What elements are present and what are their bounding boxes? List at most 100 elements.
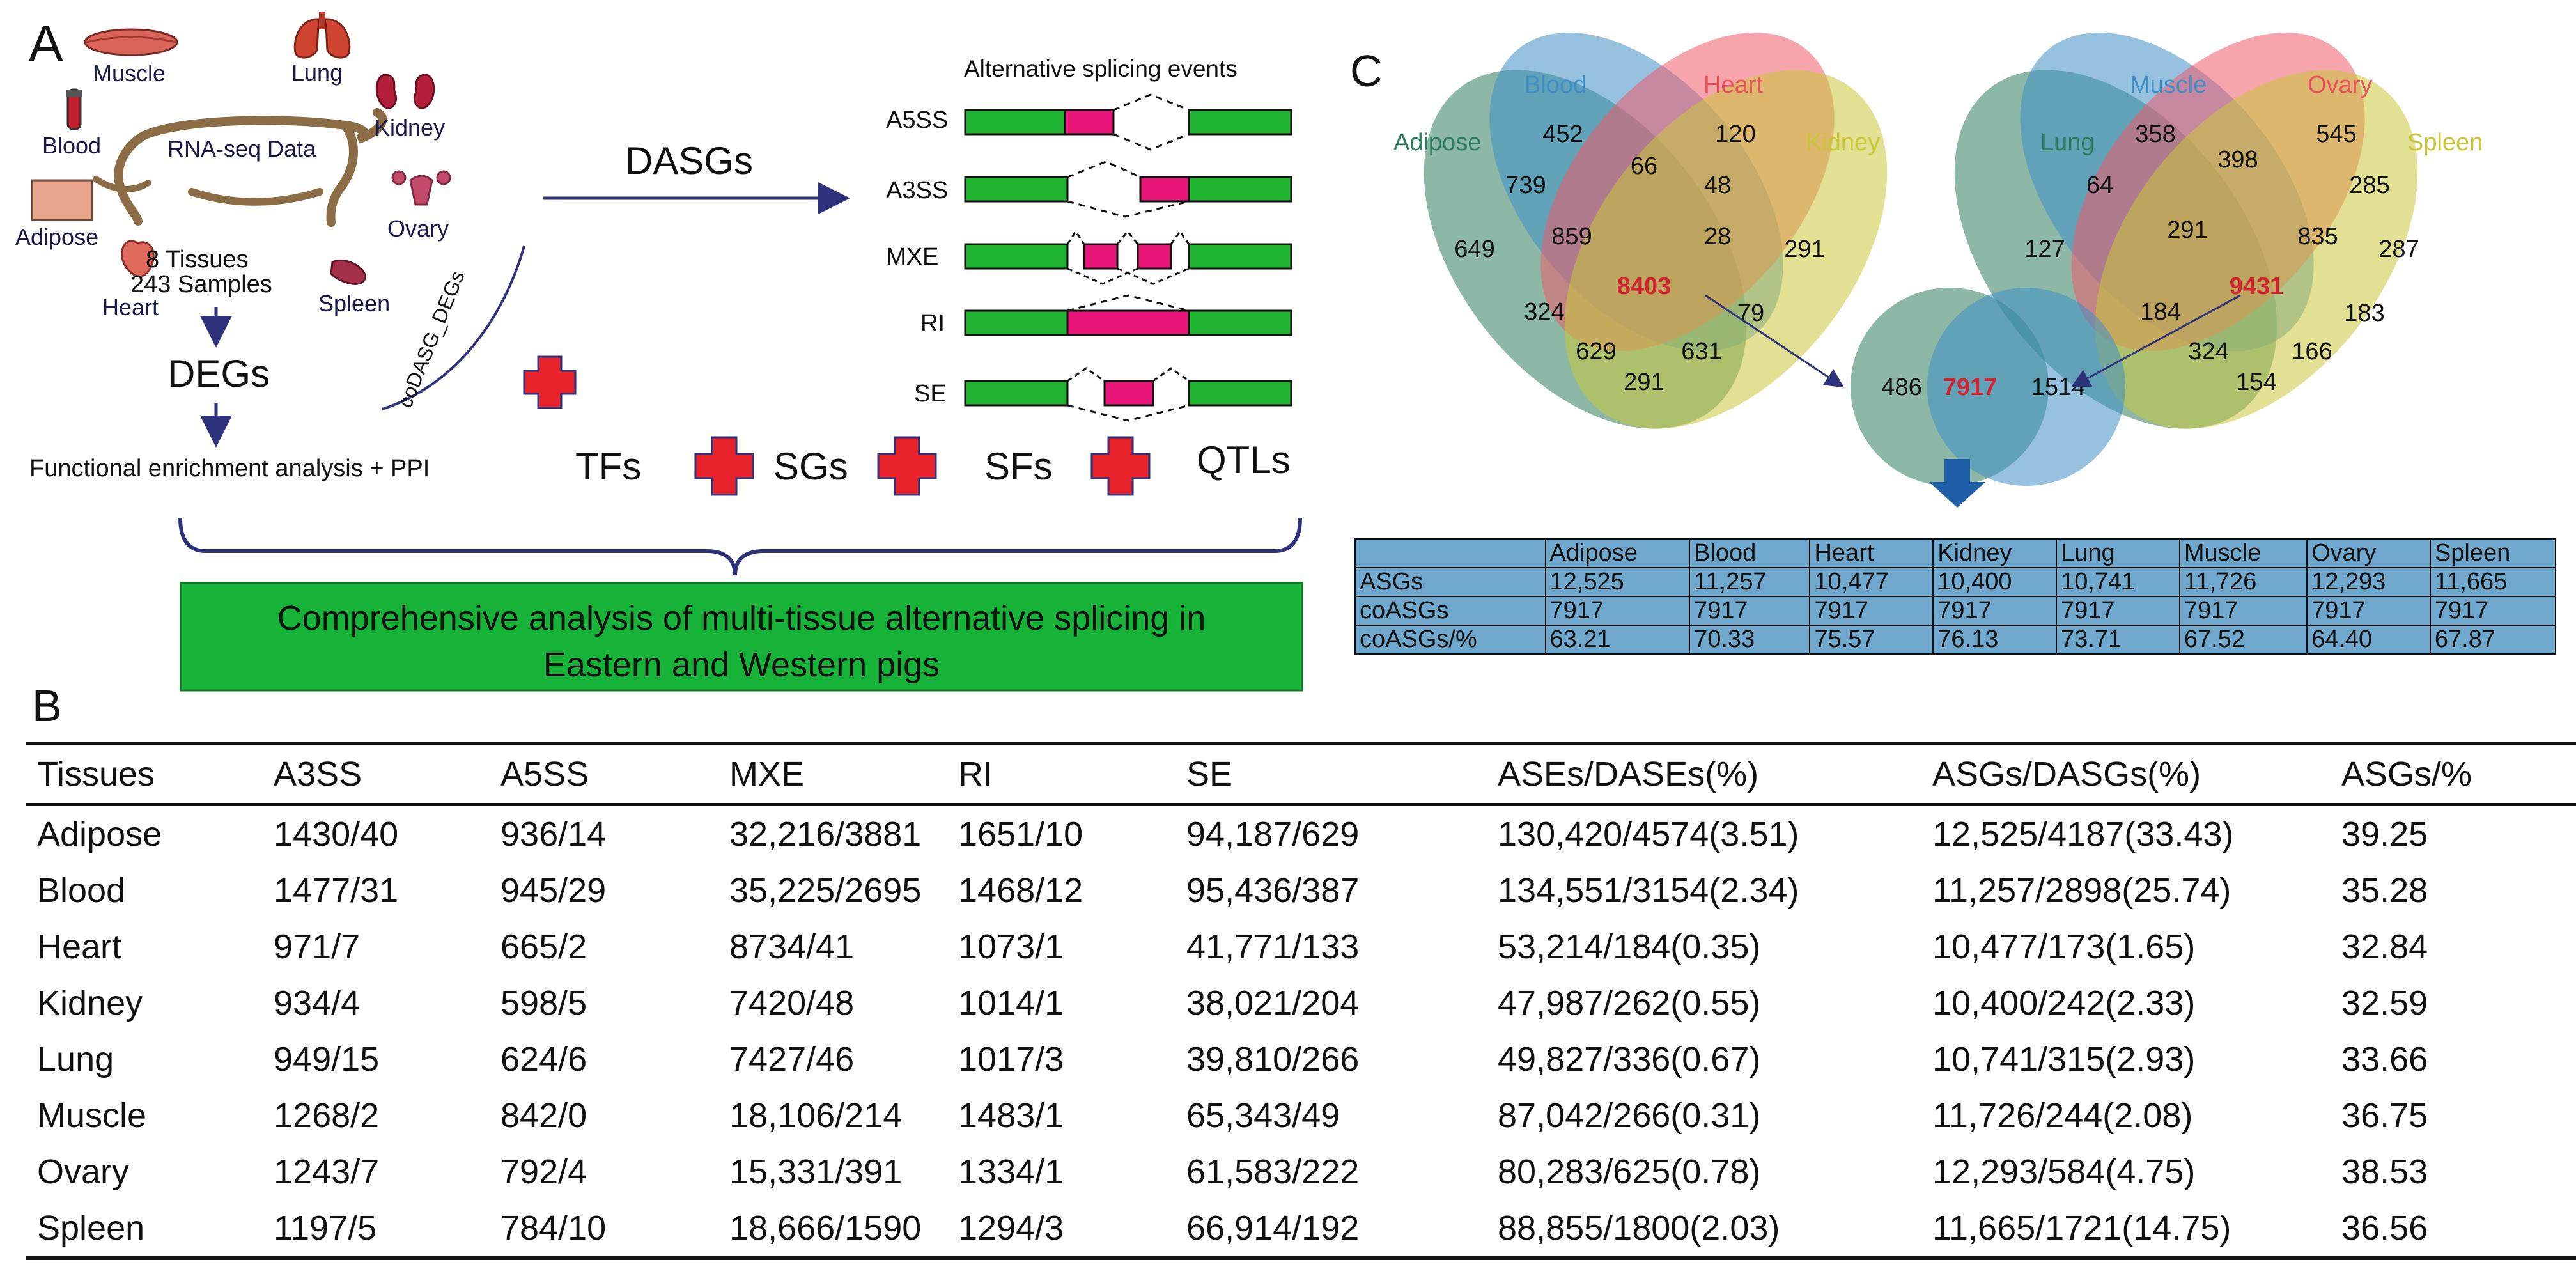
plus-cross-icon bbox=[523, 355, 577, 409]
table-cell: 624/6 bbox=[500, 1040, 587, 1078]
venn1-count: 324 bbox=[1524, 299, 1564, 325]
table-header: ASGs/DASGs(%) bbox=[1932, 755, 2201, 793]
tissue-count: 8 Tissues bbox=[146, 246, 249, 273]
table-cell: 88,855/1800(2.03) bbox=[1498, 1209, 1780, 1247]
table-cell: 10,477/173(1.65) bbox=[1932, 928, 2196, 966]
plus-cross-icon bbox=[694, 436, 754, 496]
table-cell: 10,400/242(2.33) bbox=[1932, 984, 2196, 1022]
table-cell: 38,021/204 bbox=[1186, 984, 1360, 1022]
coasg-table-header bbox=[1354, 538, 1546, 568]
table-cell: 66,914/192 bbox=[1186, 1209, 1360, 1247]
venn1-count: 452 bbox=[1542, 121, 1583, 148]
table-cell: 971/7 bbox=[274, 928, 361, 966]
table-row: Spleen 1197/5 784/10 18,666/1590 1294/3 … bbox=[26, 1200, 2576, 1258]
arrow-venn1-to-combined bbox=[1705, 294, 1844, 388]
table-cell: 39.25 bbox=[2341, 815, 2428, 853]
table-row: ASGs 12,525 11,257 10,477 10,400 10,741 … bbox=[1354, 567, 2557, 597]
degs-label: DEGs bbox=[167, 352, 270, 395]
table-cell: 1268/2 bbox=[274, 1096, 380, 1135]
factor-qtls: QTLs bbox=[1197, 439, 1291, 481]
table-cell: 7917 bbox=[2056, 596, 2180, 626]
table-cell: 1073/1 bbox=[958, 928, 1064, 966]
table-cell: 10,741/315(2.93) bbox=[1932, 1040, 2196, 1078]
table-cell: Adipose bbox=[37, 815, 162, 853]
rnaseq-label: RNA-seq Data bbox=[167, 136, 316, 162]
table-cell: 75.57 bbox=[1809, 625, 1934, 655]
event-label-mxe: MXE bbox=[886, 244, 938, 270]
table-cell: 73.71 bbox=[2056, 625, 2180, 655]
table-cell: 11,257/2898(25.74) bbox=[1932, 871, 2231, 910]
venn3-center-count: 7917 bbox=[1943, 374, 1998, 401]
table-cell: Muscle bbox=[37, 1096, 147, 1135]
coasg-table-header: Lung bbox=[2056, 538, 2180, 568]
splicing-event-ri bbox=[964, 294, 1292, 336]
venn1-count: 291 bbox=[1624, 369, 1664, 396]
table-cell: 792/4 bbox=[500, 1153, 587, 1191]
ovary-icon bbox=[391, 170, 451, 206]
table-cell: 12,525/4187(33.43) bbox=[1932, 815, 2234, 853]
venn2-center-count: 9431 bbox=[2230, 273, 2284, 300]
table-row: Lung 949/15 624/6 7427/46 1017/3 39,810/… bbox=[26, 1031, 2576, 1087]
table-cell: 94,187/629 bbox=[1186, 815, 1360, 853]
venn2-count: 183 bbox=[2344, 300, 2384, 327]
table-cell: 7917 bbox=[1932, 596, 2058, 626]
table-cell: 934/4 bbox=[274, 984, 361, 1022]
table-cell: 134,551/3154(2.34) bbox=[1498, 871, 1799, 910]
table-row: Kidney 934/4 598/5 7420/48 1014/1 38,021… bbox=[26, 975, 2576, 1031]
dasgs-label: DASGs bbox=[625, 139, 753, 182]
table-cell: 7917 bbox=[1809, 596, 1934, 626]
venn1-set-blood: Blood bbox=[1525, 72, 1587, 98]
table-cell: 15,331/391 bbox=[729, 1153, 903, 1191]
venn2-set-muscle: Muscle bbox=[2130, 72, 2207, 98]
table-cell: 32,216/3881 bbox=[729, 815, 922, 853]
venn-diagram-combined bbox=[1851, 288, 2125, 486]
panel-a-label: A bbox=[29, 15, 63, 72]
kidney-icon bbox=[375, 74, 435, 109]
table-cell: 949/15 bbox=[274, 1040, 380, 1078]
table-cell: 7427/46 bbox=[729, 1040, 855, 1078]
venn1-count: 79 bbox=[1737, 300, 1764, 327]
venn1-set-heart: Heart bbox=[1703, 72, 1763, 98]
table-cell: 10,477 bbox=[1809, 567, 1934, 597]
table-cell: 11,665/1721(14.75) bbox=[1932, 1209, 2231, 1247]
table-cell: 32.84 bbox=[2341, 928, 2428, 966]
table-cell: 35,225/2695 bbox=[729, 871, 922, 910]
table-cell: 598/5 bbox=[500, 984, 587, 1022]
table-cell: 665/2 bbox=[500, 928, 587, 966]
tissue-label-kidney: Kidney bbox=[375, 114, 445, 141]
table-cell: 945/29 bbox=[500, 871, 607, 910]
table-cell: 7420/48 bbox=[729, 984, 855, 1022]
table-cell: ASGs bbox=[1354, 567, 1546, 597]
coasg-table-header: Muscle bbox=[2178, 538, 2308, 568]
table-cell: 76.13 bbox=[1932, 625, 2058, 655]
table-cell: 1017/3 bbox=[958, 1040, 1064, 1078]
table-cell: 1334/1 bbox=[958, 1153, 1064, 1191]
table-cell: 1430/40 bbox=[274, 815, 399, 853]
coasg-table-header: Spleen bbox=[2429, 538, 2557, 568]
table-row: Ovary 1243/7 792/4 15,331/391 1334/1 61,… bbox=[26, 1144, 2576, 1200]
venn-diagram-tissues-1 bbox=[1424, 32, 1888, 429]
table-cell: 36.56 bbox=[2341, 1209, 2428, 1247]
down-arrow-icon bbox=[1929, 459, 1985, 508]
venn1-count: 649 bbox=[1454, 236, 1494, 263]
table-cell: coASGs/% bbox=[1354, 625, 1546, 655]
venn1-set-adipose: Adipose bbox=[1393, 129, 1481, 156]
table-cell: 11,665 bbox=[2429, 567, 2557, 597]
venn2-count: 545 bbox=[2316, 121, 2356, 148]
table-cell: 67.52 bbox=[2178, 625, 2308, 655]
table-cell: 67.87 bbox=[2429, 625, 2557, 655]
table-cell: 1468/12 bbox=[958, 871, 1083, 910]
table-cell: 95,436/387 bbox=[1186, 871, 1360, 910]
factor-sgs: SGs bbox=[773, 445, 848, 488]
venn2-count: 358 bbox=[2135, 121, 2175, 148]
splicing-event-a3ss bbox=[964, 160, 1292, 218]
coasg-table-header: Kidney bbox=[1932, 538, 2058, 568]
table-cell: 936/14 bbox=[500, 815, 607, 853]
splicing-summary-table: Tissues A3SS A5SS MXE RI SE ASEs/DASEs(%… bbox=[26, 742, 2576, 1260]
venn2-count: 324 bbox=[2188, 338, 2228, 365]
splicing-event-a5ss bbox=[964, 93, 1292, 151]
sample-count: 243 Samples bbox=[130, 271, 272, 298]
table-cell: Lung bbox=[37, 1040, 114, 1078]
table-header: ASGs/% bbox=[2341, 755, 2472, 793]
table-cell: 63.21 bbox=[1544, 625, 1691, 655]
